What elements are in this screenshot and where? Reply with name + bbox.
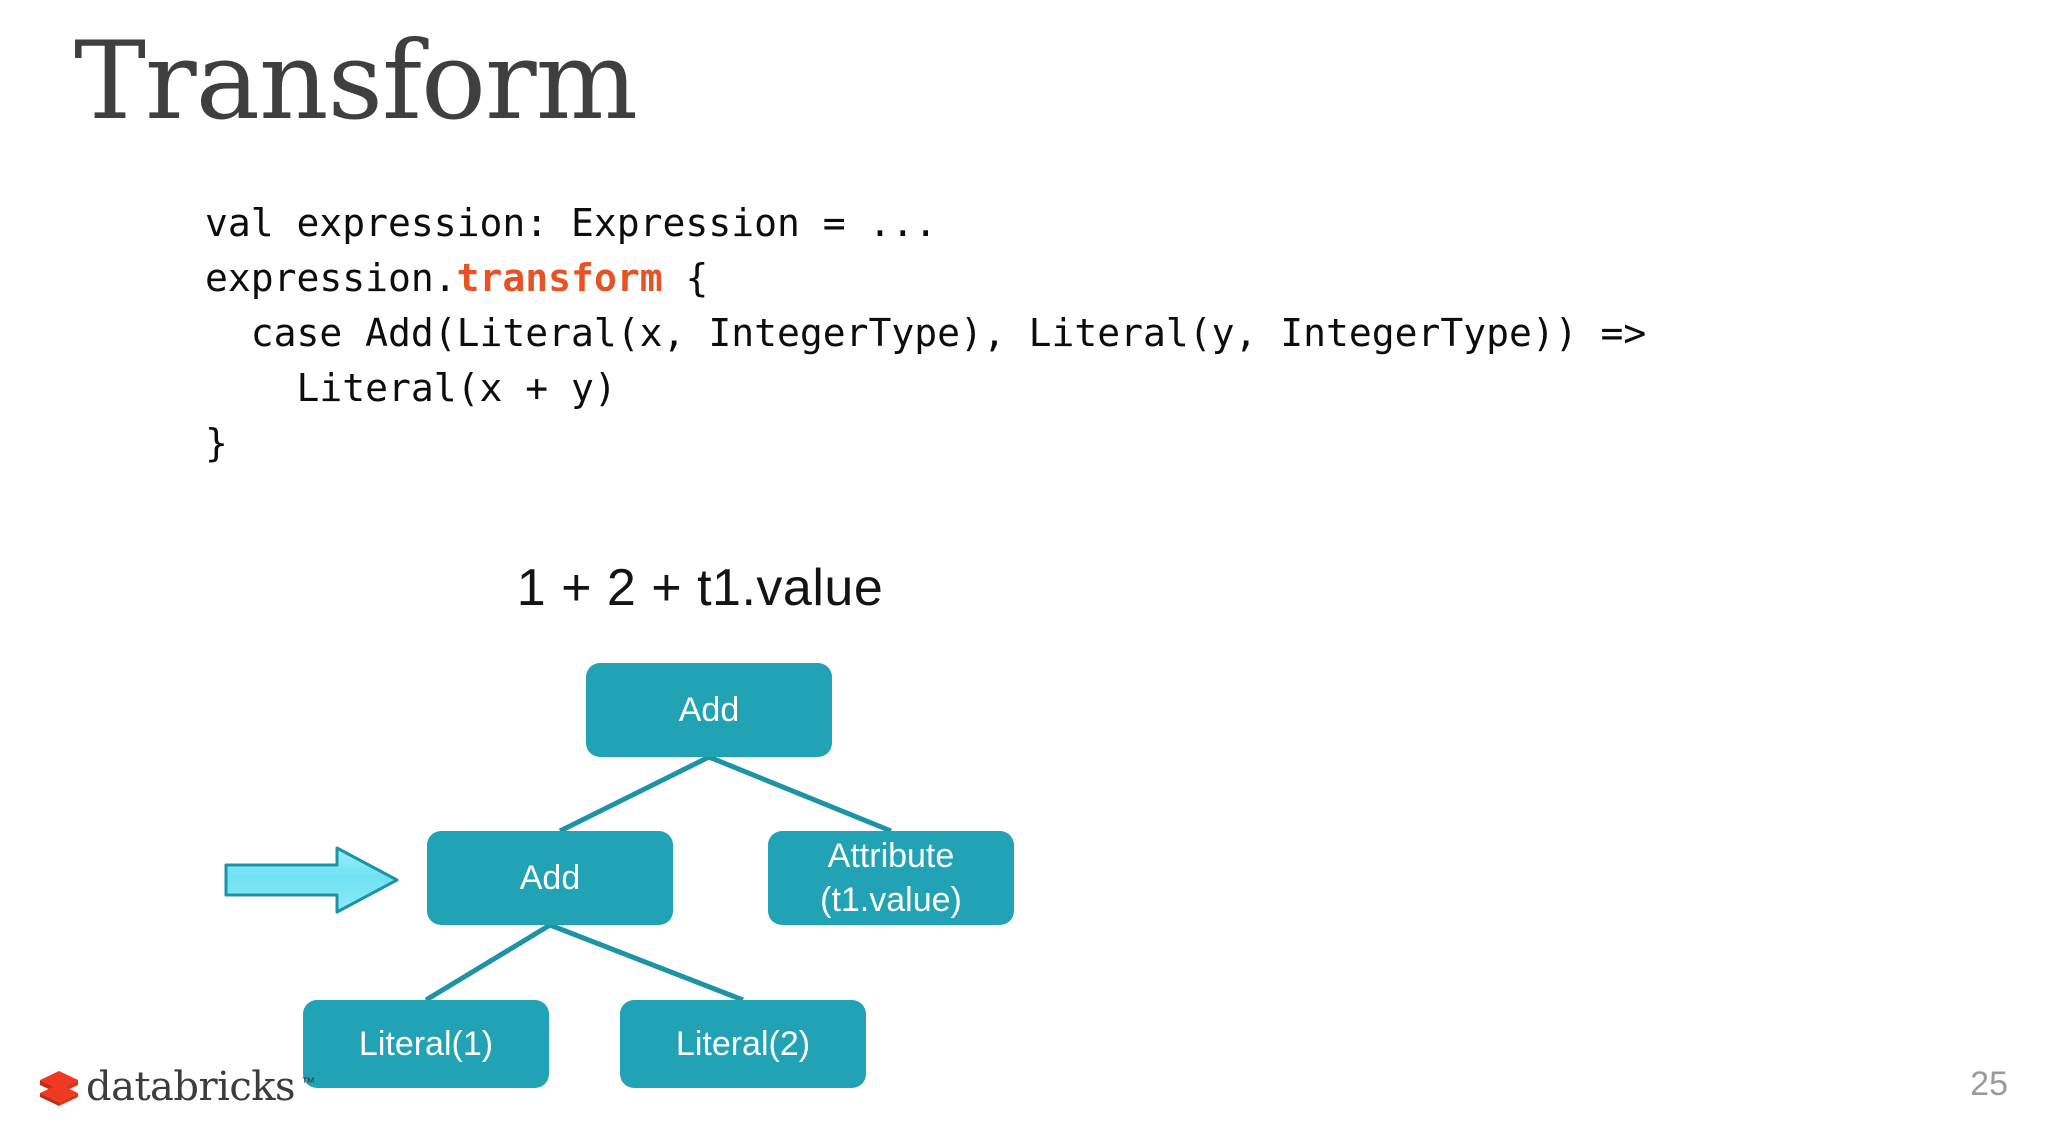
tree-node-literal-1[interactable]: Literal(1)	[303, 1000, 549, 1088]
tree-node-attribute[interactable]: Attribute (t1.value)	[768, 831, 1014, 925]
databricks-wordmark: databricks	[86, 1064, 296, 1110]
code-line-2-prefix: expression.	[205, 256, 457, 300]
code-keyword-transform: transform	[456, 256, 663, 300]
tree-node-label: Literal(1)	[358, 1025, 494, 1063]
tree-node-add-child[interactable]: Add	[427, 831, 673, 925]
tree-node-label: Add	[678, 691, 740, 729]
code-line-4: Literal(x + y)	[205, 366, 617, 410]
tree-node-label: Add	[519, 859, 581, 897]
databricks-logo: databricks ™	[38, 1064, 315, 1110]
pointer-arrow-icon	[224, 846, 399, 914]
code-line-3: case Add(Literal(x, IntegerType), Litera…	[205, 311, 1647, 355]
code-line-5: }	[205, 421, 228, 465]
expression-caption: 1 + 2 + t1.value	[516, 559, 884, 617]
tree-node-literal-2[interactable]: Literal(2)	[620, 1000, 866, 1088]
page-title: Transform	[74, 19, 638, 144]
page-number: 25	[1970, 1065, 2008, 1103]
tree-node-add-root[interactable]: Add	[586, 663, 832, 757]
databricks-bricks-icon	[40, 1071, 78, 1106]
code-block: val expression: Expression = ... express…	[205, 196, 1646, 471]
code-line-1: val expression: Expression = ...	[205, 201, 938, 245]
trademark-symbol: ™	[301, 1074, 316, 1090]
tree-node-label: Literal(2)	[675, 1025, 811, 1063]
code-line-2-suffix: {	[662, 256, 709, 300]
tree-node-label: Attribute (t1.value)	[820, 837, 962, 919]
